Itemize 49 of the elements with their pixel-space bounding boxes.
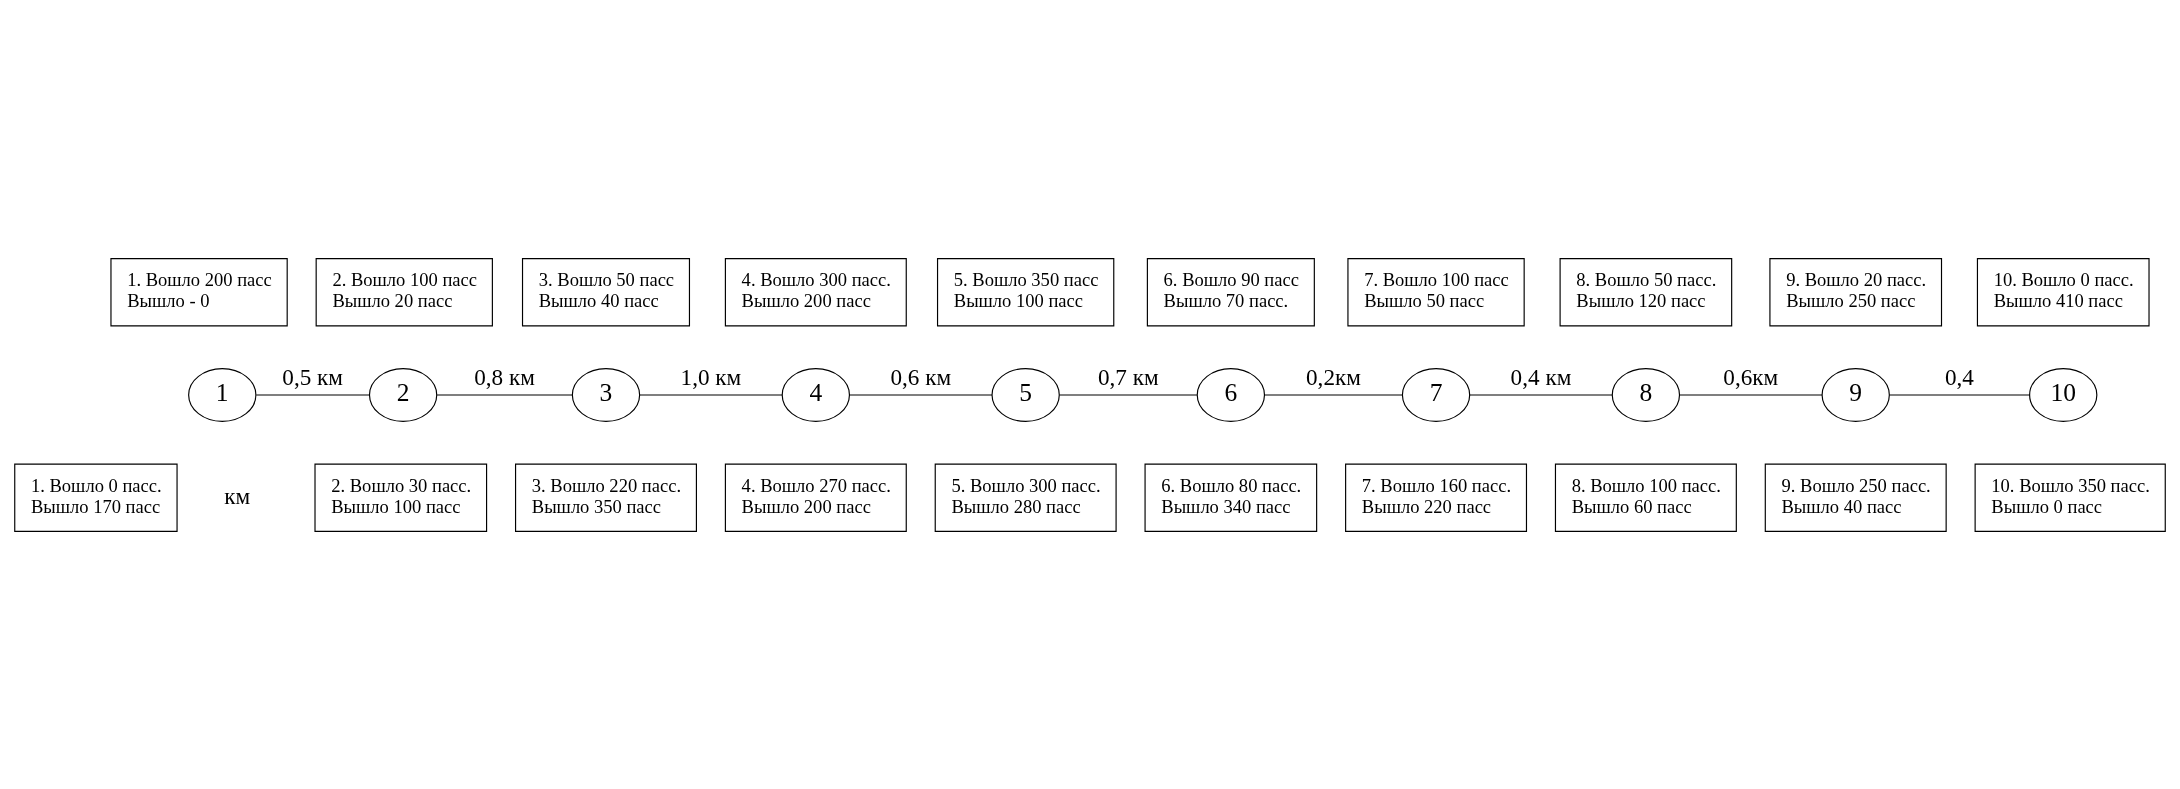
node-box: 5. Вошло 300 пасс. Вышло 280 пасс (934, 463, 1117, 532)
edge-label: 0,6км (1723, 363, 1779, 390)
node-ellipse: 5 (991, 367, 1060, 422)
node-ellipse: 7 (1401, 367, 1471, 422)
edge-label: 0,2км (1306, 363, 1361, 390)
node-ellipse: 1 (188, 367, 257, 422)
connector (639, 393, 783, 396)
node-box: 4. Вошло 300 пасс. Вышло 200 пасс (724, 257, 907, 326)
node-box: 7. Вошло 160 пасс. Вышло 220 пасс (1345, 463, 1528, 532)
connector (1058, 393, 1198, 396)
node-box: 9. Вошло 250 пасс. Вышло 40 пасс (1764, 463, 1947, 532)
node-box: 10. Вошло 0 пасс. Вышло 410 пасс (1976, 257, 2150, 326)
node-box: 8. Вошло 50 пасс. Вышло 120 пасс (1559, 257, 1733, 326)
edge-label: 0,5 км (282, 363, 344, 390)
edge-label: 0,7 км (1097, 363, 1159, 390)
node-box: 3. Вошло 50 пасс Вышло 40 пасс (521, 257, 691, 326)
connector (436, 393, 573, 396)
node-ellipse: 3 (571, 367, 641, 422)
edge-label: 0,4 км (1510, 363, 1572, 390)
node-ellipse: 4 (781, 367, 851, 422)
node-box: 6. Вошло 80 пасс. Вышло 340 пасс (1144, 463, 1318, 532)
node-box: 3. Вошло 220 пасс. Вышло 350 пасс (515, 463, 697, 532)
connector (848, 393, 993, 396)
connector (1469, 393, 1613, 396)
node-box: 2. Вошло 30 пасс. Вышло 100 пасс (314, 463, 488, 532)
node-box: 8. Вошло 100 пасс. Вышло 60 пасс (1554, 463, 1737, 532)
node-ellipse: 9 (1821, 367, 1890, 422)
node-box: 10. Вошло 350 пасс. Вышло 0 пасс (1974, 463, 2166, 532)
node-box: 6. Вошло 90 пасс Вышло 70 пасс. (1146, 257, 1315, 326)
node-ellipse: 10 (2029, 367, 2098, 422)
edge-label: 1,0 км (680, 363, 742, 390)
edge-label: 0,6 км (890, 363, 952, 390)
edge-label: 0,4 (1944, 363, 1974, 390)
node-box: 7. Вошло 100 пасс Вышло 50 пасс (1347, 257, 1525, 326)
node-ellipse: 2 (368, 367, 438, 422)
connector (255, 393, 370, 396)
node-box: 1. Вошло 0 пасс. Вышло 170 пасс (14, 463, 178, 532)
edge-label: 0,8 км (474, 363, 535, 390)
node-box: 5. Вошло 350 пасс Вышло 100 пасс (936, 257, 1115, 326)
node-box: 9. Вошло 20 пасс. Вышло 250 пасс (1769, 257, 1943, 326)
node-ellipse: 6 (1196, 367, 1266, 422)
node-box: 2. Вошло 100 пасс Вышло 20 пасс (315, 257, 493, 326)
node-box: 1. Вошло 200 пасс Вышло - 0 (110, 257, 288, 326)
connector (1679, 393, 1823, 396)
node-ellipse: 8 (1611, 367, 1681, 422)
label: км (224, 482, 251, 509)
node-box: 4. Вошло 270 пасс. Вышло 200 пасс (724, 463, 907, 532)
connector (1888, 393, 2030, 396)
connector (1264, 393, 1403, 396)
